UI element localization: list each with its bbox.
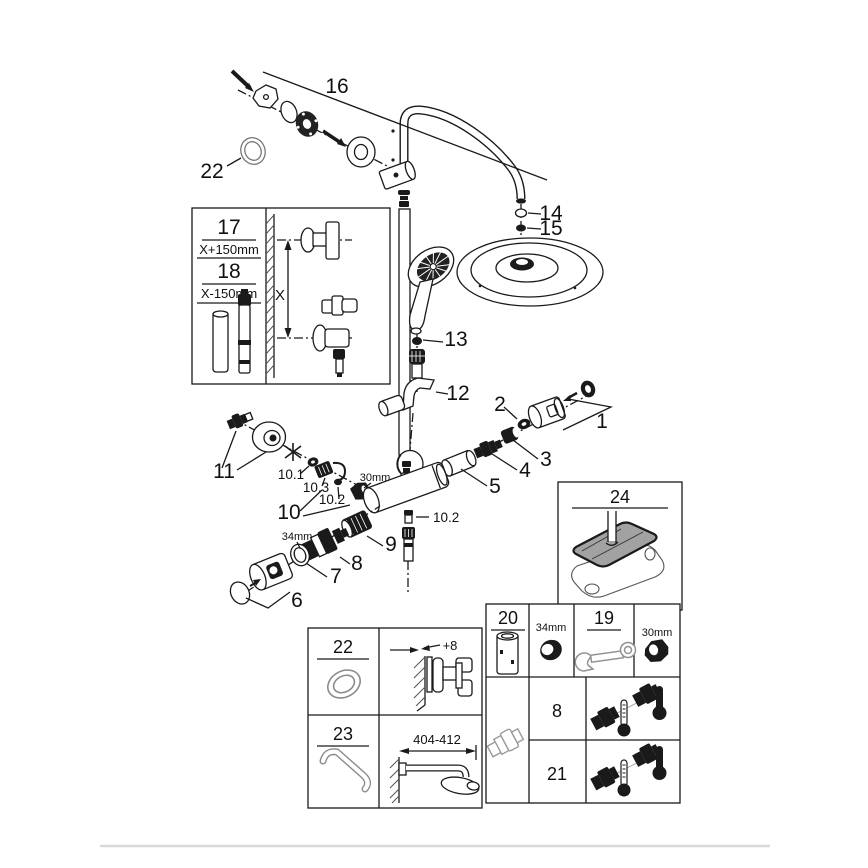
callout-12: 12 bbox=[446, 382, 469, 405]
nut-30mm-grid bbox=[644, 639, 669, 663]
handle-assembly-1-5: 1 2 3 4 5 bbox=[441, 380, 614, 498]
part-6-cap bbox=[249, 552, 294, 591]
check-valve bbox=[402, 527, 415, 562]
arm-span-detail: 404-412 bbox=[389, 732, 480, 804]
callout-10-3: 10.3 bbox=[303, 480, 329, 495]
part-7-ring bbox=[290, 543, 310, 567]
label-plus8: +8 bbox=[443, 638, 458, 653]
rail-18-pipe bbox=[238, 289, 251, 374]
part-1-disc bbox=[580, 380, 596, 398]
callout-7: 7 bbox=[330, 565, 342, 588]
part-12-holder bbox=[378, 377, 435, 417]
callout-18: 18 bbox=[217, 260, 240, 283]
filter-and-holder: 13 12 bbox=[378, 328, 470, 451]
label-grid-30mm: 30mm bbox=[642, 627, 673, 639]
stop-assembly-11-10: 11 10.1 10.3 10.2 10 bbox=[213, 411, 391, 524]
retainer-clip bbox=[332, 461, 347, 481]
detail-grid: 22 +8 23 4 bbox=[307, 627, 483, 809]
part-13-seal bbox=[412, 337, 422, 345]
overhead-shower-head bbox=[456, 237, 604, 307]
mounting-plate bbox=[252, 84, 279, 109]
part-10-3-aerator bbox=[314, 461, 334, 478]
hose-filter bbox=[409, 349, 425, 379]
rail-length-inset: 17 X+150mm 18 X-150mm bbox=[191, 207, 391, 385]
label-x-dim: X bbox=[275, 287, 285, 304]
shelf-pipe bbox=[607, 511, 617, 541]
cartridge-assembly-6-9: 9 8 7 34mm 6 bbox=[229, 505, 397, 612]
part-1-cap bbox=[527, 396, 566, 429]
spare-cartridge bbox=[486, 727, 525, 758]
part-4-spindle bbox=[473, 439, 503, 459]
callout-1: 1 bbox=[596, 410, 608, 433]
callout-16: 16 bbox=[325, 75, 348, 98]
callout-13: 13 bbox=[444, 328, 467, 351]
rail-top-bracket bbox=[300, 221, 340, 260]
callout-19: 19 bbox=[594, 608, 614, 628]
label-grid-34mm: 34mm bbox=[536, 622, 567, 634]
callout-24: 24 bbox=[610, 487, 630, 507]
part-20-sleeve bbox=[496, 631, 519, 675]
callout-14: 14 bbox=[539, 202, 563, 225]
label-34mm: 34mm bbox=[282, 531, 313, 543]
ring-34mm bbox=[540, 639, 562, 661]
callout-21: 21 bbox=[547, 764, 567, 784]
shelf-inset-24: 24 bbox=[557, 481, 683, 611]
grease-symbol bbox=[284, 443, 302, 461]
glide-holder bbox=[321, 295, 358, 316]
part-11-wheel bbox=[251, 421, 287, 453]
arm-23-image bbox=[319, 748, 372, 793]
rail-17-pipe bbox=[212, 310, 229, 373]
part-15-seal bbox=[516, 224, 526, 232]
part-10-2-oring bbox=[334, 478, 342, 486]
label-30mm: 30mm bbox=[360, 472, 391, 484]
part-9-adapter bbox=[341, 510, 373, 538]
callout-grid-8: 8 bbox=[552, 701, 562, 721]
callout-9: 9 bbox=[385, 533, 397, 556]
label-404-412: 404-412 bbox=[413, 732, 461, 747]
callout-17: 17 bbox=[217, 216, 240, 239]
part-5-sleeve bbox=[441, 449, 477, 477]
wall-union-cylinder bbox=[378, 160, 416, 190]
o-ring bbox=[280, 100, 298, 124]
callout-3: 3 bbox=[540, 448, 552, 471]
wall-union-assembly-16: 22 16 bbox=[200, 69, 548, 207]
thermostat-body: 10.2 bbox=[362, 449, 459, 594]
service-parts-grid: 20 34mm 19 30mm 8 21 bbox=[485, 603, 681, 804]
callout-8: 8 bbox=[351, 552, 363, 575]
part-3-nut bbox=[500, 426, 519, 444]
callout-10: 10 bbox=[277, 501, 300, 524]
callout-22: 22 bbox=[200, 160, 223, 183]
callout-15: 15 bbox=[539, 217, 562, 240]
wrench-19 bbox=[574, 641, 637, 672]
callout-5: 5 bbox=[489, 475, 501, 498]
callout-11: 11 bbox=[213, 460, 235, 483]
callout-grid-22: 22 bbox=[333, 637, 353, 657]
label-17-dim: X+150mm bbox=[199, 242, 259, 257]
shower-arm-and-head: 14 15 bbox=[391, 105, 604, 456]
part-22-ring bbox=[240, 137, 266, 165]
ring-22-detail bbox=[326, 669, 362, 699]
hand-shower bbox=[407, 246, 455, 335]
shelf-body bbox=[571, 544, 665, 598]
bottom-union-valve bbox=[312, 324, 350, 377]
callout-20: 20 bbox=[498, 608, 518, 628]
callout-6: 6 bbox=[291, 589, 303, 612]
part-2-ring bbox=[517, 418, 531, 430]
shower-rail bbox=[398, 208, 411, 456]
callout-10-1: 10.1 bbox=[278, 467, 304, 482]
callout-10-2: 10.2 bbox=[319, 492, 345, 507]
part-14-seal bbox=[514, 208, 528, 218]
part-10-1-oring bbox=[307, 457, 319, 467]
hand-shower-handle bbox=[408, 278, 434, 331]
callout-grid-23: 23 bbox=[333, 724, 353, 744]
mounting-flange bbox=[295, 111, 319, 137]
wall-offset-detail: +8 bbox=[390, 638, 473, 712]
part-10-2b-screw bbox=[404, 510, 413, 515]
callout-10-2b: 10.2 bbox=[433, 510, 459, 525]
callout-2: 2 bbox=[494, 393, 506, 416]
rail-top-fittings bbox=[398, 190, 410, 207]
part-11-valve bbox=[226, 411, 254, 430]
callout-4: 4 bbox=[519, 459, 531, 482]
